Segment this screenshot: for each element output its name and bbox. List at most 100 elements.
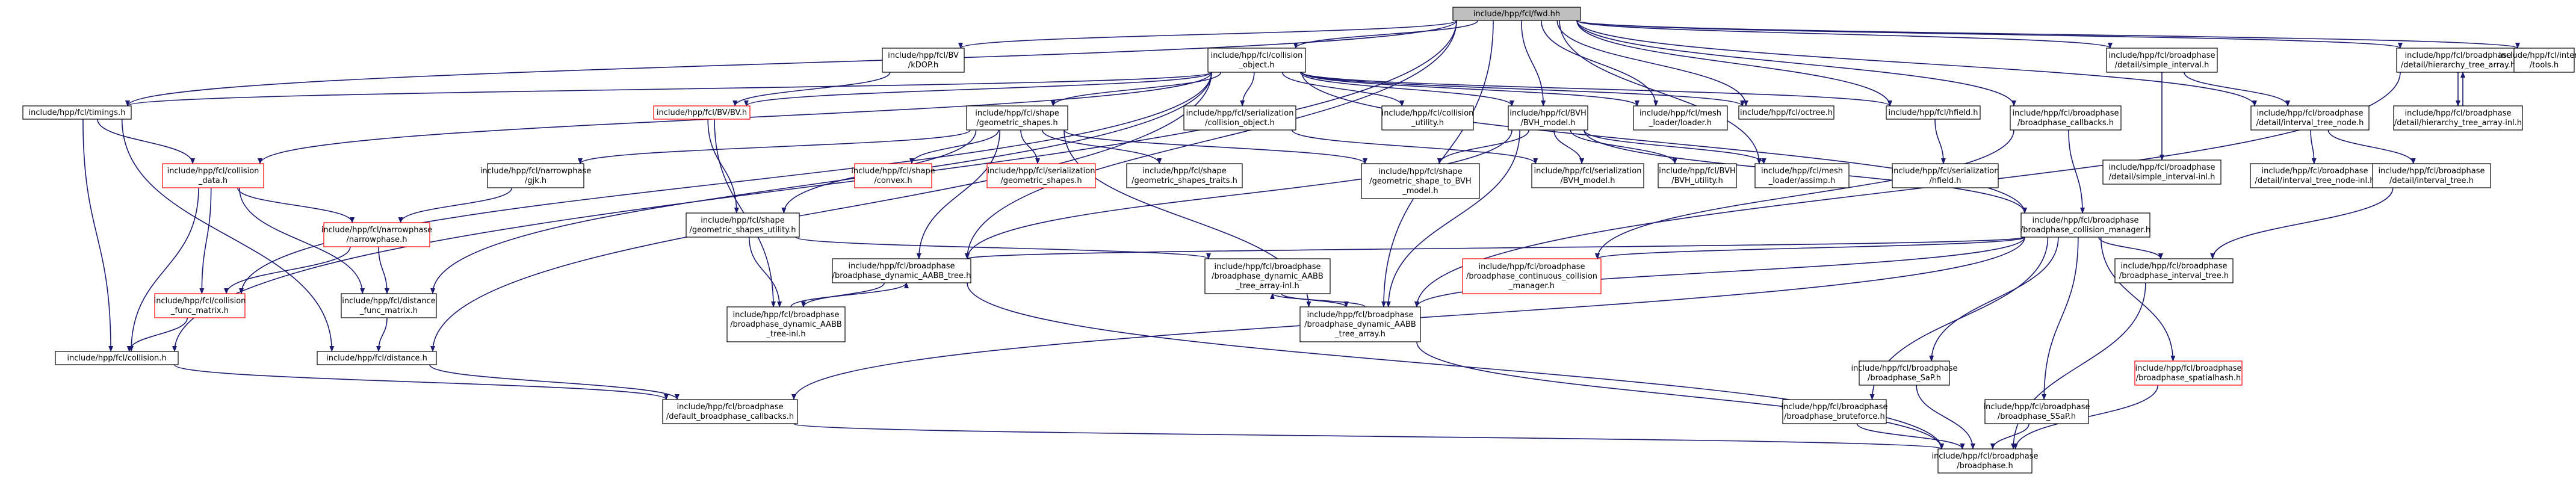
node-geoutil[interactable]: include/hpp/fcl/shape/geometric_shapes_u…	[686, 212, 800, 238]
node-convex[interactable]: include/hpp/fcl/shape/convex.h	[851, 163, 935, 188]
edge-geoshapes-to-gjk	[578, 129, 971, 164]
node-label-line: /detail/interval_tree_node.h	[2256, 119, 2364, 128]
node-broadphase[interactable]: include/hpp/fcl/broadphase/broadphase.h	[1931, 448, 2039, 474]
node-sergeoshapes[interactable]: include/hpp/fcl/serialization/geometric_…	[986, 163, 1096, 188]
node-box	[162, 163, 264, 188]
node-label-line: /broadphase_SSaP.h	[1998, 412, 2076, 421]
edge-colmgr-to-aabbtree	[965, 236, 2025, 259]
node-label-line: include/hpp/fcl/BVH	[1509, 109, 1587, 118]
node-distance[interactable]: include/hpp/fcl/distance.h	[317, 351, 437, 365]
node-sap[interactable]: include/hpp/fcl/broadphase/broadphase_Sa…	[1851, 360, 1958, 386]
node-gjk[interactable]: include/hpp/fcl/narrowphase/gjk.h	[480, 163, 592, 188]
edge-coldata-to-collision	[129, 187, 199, 352]
node-label-line: include/hpp/fcl/BV	[888, 51, 959, 60]
node-hfield[interactable]: include/hpp/fcl/hfield.h	[1886, 105, 1981, 120]
edge-aabbarr-to-broadphase	[1416, 341, 1944, 450]
node-label-line: /broadphase_continuous_collision	[1466, 272, 1597, 281]
edge-colobj-to-colutil	[1281, 72, 1405, 107]
node-geoshapes[interactable]: include/hpp/fcl/shape/geometric_shapes.h	[966, 105, 1068, 131]
node-label-line: /broadphase_spatialhash.h	[2136, 374, 2241, 383]
edge-fwd-to-bvhmodel	[1521, 20, 1546, 107]
node-label-line: /convex.h	[874, 176, 912, 185]
node-colfuncmat[interactable]: include/hpp/fcl/collision_func_matrix.h	[154, 293, 246, 318]
node-meshloader[interactable]: include/hpp/fcl/mesh_loader/loader.h	[1633, 105, 1728, 131]
node-hierarr[interactable]: include/hpp/fcl/broadphase/detail/hierar…	[2396, 48, 2520, 73]
node-box	[1658, 163, 1737, 188]
node-aabbtree[interactable]: include/hpp/fcl/broadphase/broadphase_dy…	[832, 258, 971, 283]
node-kdop[interactable]: include/hpp/fcl/BV/kDOP.h	[882, 48, 965, 73]
edge-fwd-to-hfield	[1576, 20, 1892, 107]
node-label-line: /BVH_model.h	[1521, 119, 1576, 128]
node-box	[686, 212, 800, 238]
node-label-line: /detail/simple_interval.h	[2115, 61, 2209, 70]
node-simpleint[interactable]: include/hpp/fcl/broadphase/detail/simple…	[2106, 48, 2218, 73]
edge-colobj-to-bvhmodel	[1299, 72, 1514, 107]
node-label-line: include/hpp/fcl/collision	[1382, 109, 1474, 118]
node-serbvhmodel[interactable]: include/hpp/fcl/serialization/BVH_model.…	[1531, 163, 1644, 188]
node-sercolobj[interactable]: include/hpp/fcl/serialization/collision_…	[1183, 105, 1296, 131]
node-box	[1462, 258, 1602, 294]
edge-geoshapes-to-aabbtree	[916, 129, 1000, 259]
node-ssap[interactable]: include/hpp/fcl/broadphase/broadphase_SS…	[1983, 399, 2090, 424]
node-hierarrinl[interactable]: include/hpp/fcl/broadphase/detail/hierar…	[2393, 105, 2523, 131]
edge-geoshapes-to-geotraits	[1041, 129, 1162, 164]
node-spatialhash[interactable]: include/hpp/fcl/broadphase/broadphase_sp…	[2134, 360, 2243, 386]
node-collision[interactable]: include/hpp/fcl/collision.h	[55, 351, 179, 365]
node-inttree[interactable]: include/hpp/fcl/broadphase/detail/interv…	[2372, 163, 2491, 188]
node-aabbarr[interactable]: include/hpp/fcl/broadphase/broadphase_dy…	[1299, 306, 1421, 342]
edge-colobj-to-meshloader	[1301, 72, 1639, 107]
node-bpcallbacks[interactable]: include/hpp/fcl/broadphase/broadphase_ca…	[2010, 105, 2122, 131]
edge-colmgr-to-bpinttree	[2098, 236, 2163, 259]
node-box	[317, 351, 437, 365]
node-label-line: include/hpp/fcl/broadphase	[848, 262, 955, 271]
edge-gjk-to-narrowphase	[398, 187, 513, 223]
node-label-line: include/hpp/fcl/broadphase	[2404, 51, 2511, 60]
node-serhfield[interactable]: include/hpp/fcl/serialization/hfield.h	[1892, 163, 1999, 188]
node-bvhutil[interactable]: include/hpp/fcl/BVH/BVH_utility.h	[1658, 163, 1737, 188]
node-timings[interactable]: include/hpp/fcl/timings.h	[22, 105, 132, 120]
node-bvh[interactable]: include/hpp/fcl/BV/BV.h	[653, 105, 751, 120]
node-label-line: include/hpp/fcl/broadphase	[1214, 262, 1321, 271]
node-inttreenode[interactable]: include/hpp/fcl/broadphase/detail/interv…	[2250, 105, 2370, 131]
node-label-line: include/hpp/fcl/distance	[342, 297, 435, 306]
edge-colmgr-to-ssap	[2042, 236, 2079, 400]
node-octree[interactable]: include/hpp/fcl/octree.h	[1738, 105, 1834, 120]
node-defaultcb[interactable]: include/hpp/fcl/broadphase/default_broad…	[662, 399, 798, 424]
node-label-line: include/hpp/fcl/collision	[154, 297, 246, 306]
node-box	[1508, 105, 1588, 131]
node-tools[interactable]: include/hpp/fcl/internal/tools.h	[2499, 48, 2576, 73]
edge-colobj-to-timings	[125, 72, 1212, 107]
node-bruteforce[interactable]: include/hpp/fcl/broadphase/broadphase_br…	[1781, 399, 1888, 424]
node-aabbarrinl[interactable]: include/hpp/fcl/broadphase/broadphase_dy…	[1204, 258, 1331, 294]
node-box	[1859, 360, 1950, 386]
node-coldata[interactable]: include/hpp/fcl/collision_data.h	[162, 163, 264, 188]
node-label-line: /geometric_shapes_traits.h	[1132, 176, 1237, 185]
node-label-line: include/hpp/fcl/collision.h	[67, 354, 166, 363]
node-box	[2513, 48, 2575, 73]
node-inttreenodeinl[interactable]: include/hpp/fcl/broadphase/detail/interv…	[2250, 163, 2380, 188]
node-box	[662, 399, 798, 424]
edge-narrowphase-to-colfuncmat	[224, 246, 351, 294]
node-bpinttree[interactable]: include/hpp/fcl/broadphase/broadphase_in…	[2114, 258, 2234, 283]
node-label-line: include/hpp/fcl/serialization	[988, 167, 1095, 176]
node-label-line: include/hpp/fcl/narrowphase	[321, 226, 433, 235]
node-simpleintinl[interactable]: include/hpp/fcl/broadphase/detail/simple…	[2102, 159, 2221, 185]
node-distfuncmat[interactable]: include/hpp/fcl/distance_func_matrix.h	[341, 293, 437, 318]
node-contcolmgr[interactable]: include/hpp/fcl/broadphase/broadphase_co…	[1462, 258, 1602, 294]
node-colmgr[interactable]: include/hpp/fcl/broadphase/broadphase_co…	[2020, 212, 2150, 238]
edge-aabbtree-to-aabbtreeinl	[800, 282, 885, 307]
node-bvhmodel[interactable]: include/hpp/fcl/BVH/BVH_model.h	[1508, 105, 1588, 131]
node-shapetobvh[interactable]: include/hpp/fcl/shape/geometric_shape_to…	[1361, 163, 1480, 199]
node-colobj[interactable]: include/hpp/fcl/collision_object.h	[1207, 48, 1306, 73]
node-assimp[interactable]: include/hpp/fcl/mesh_loader/assimp.h	[1754, 163, 1850, 188]
node-geotraits[interactable]: include/hpp/fcl/shape/geometric_shapes_t…	[1126, 163, 1243, 188]
node-narrowphase[interactable]: include/hpp/fcl/narrowphase/narrowphase.…	[321, 222, 433, 247]
edge-fwd-to-aabbtree	[965, 20, 1457, 259]
node-label-line: include/hpp/fcl/fwd.hh	[1473, 10, 1560, 19]
node-fwd[interactable]: include/hpp/fcl/fwd.hh	[1452, 7, 1581, 21]
node-aabbtreeinl[interactable]: include/hpp/fcl/broadphase/broadphase_dy…	[726, 306, 846, 342]
node-label-line: include/hpp/fcl/hfield.h	[1889, 108, 1978, 117]
node-colutil[interactable]: include/hpp/fcl/collision_utility.h	[1381, 105, 1474, 131]
node-box	[2393, 105, 2523, 131]
